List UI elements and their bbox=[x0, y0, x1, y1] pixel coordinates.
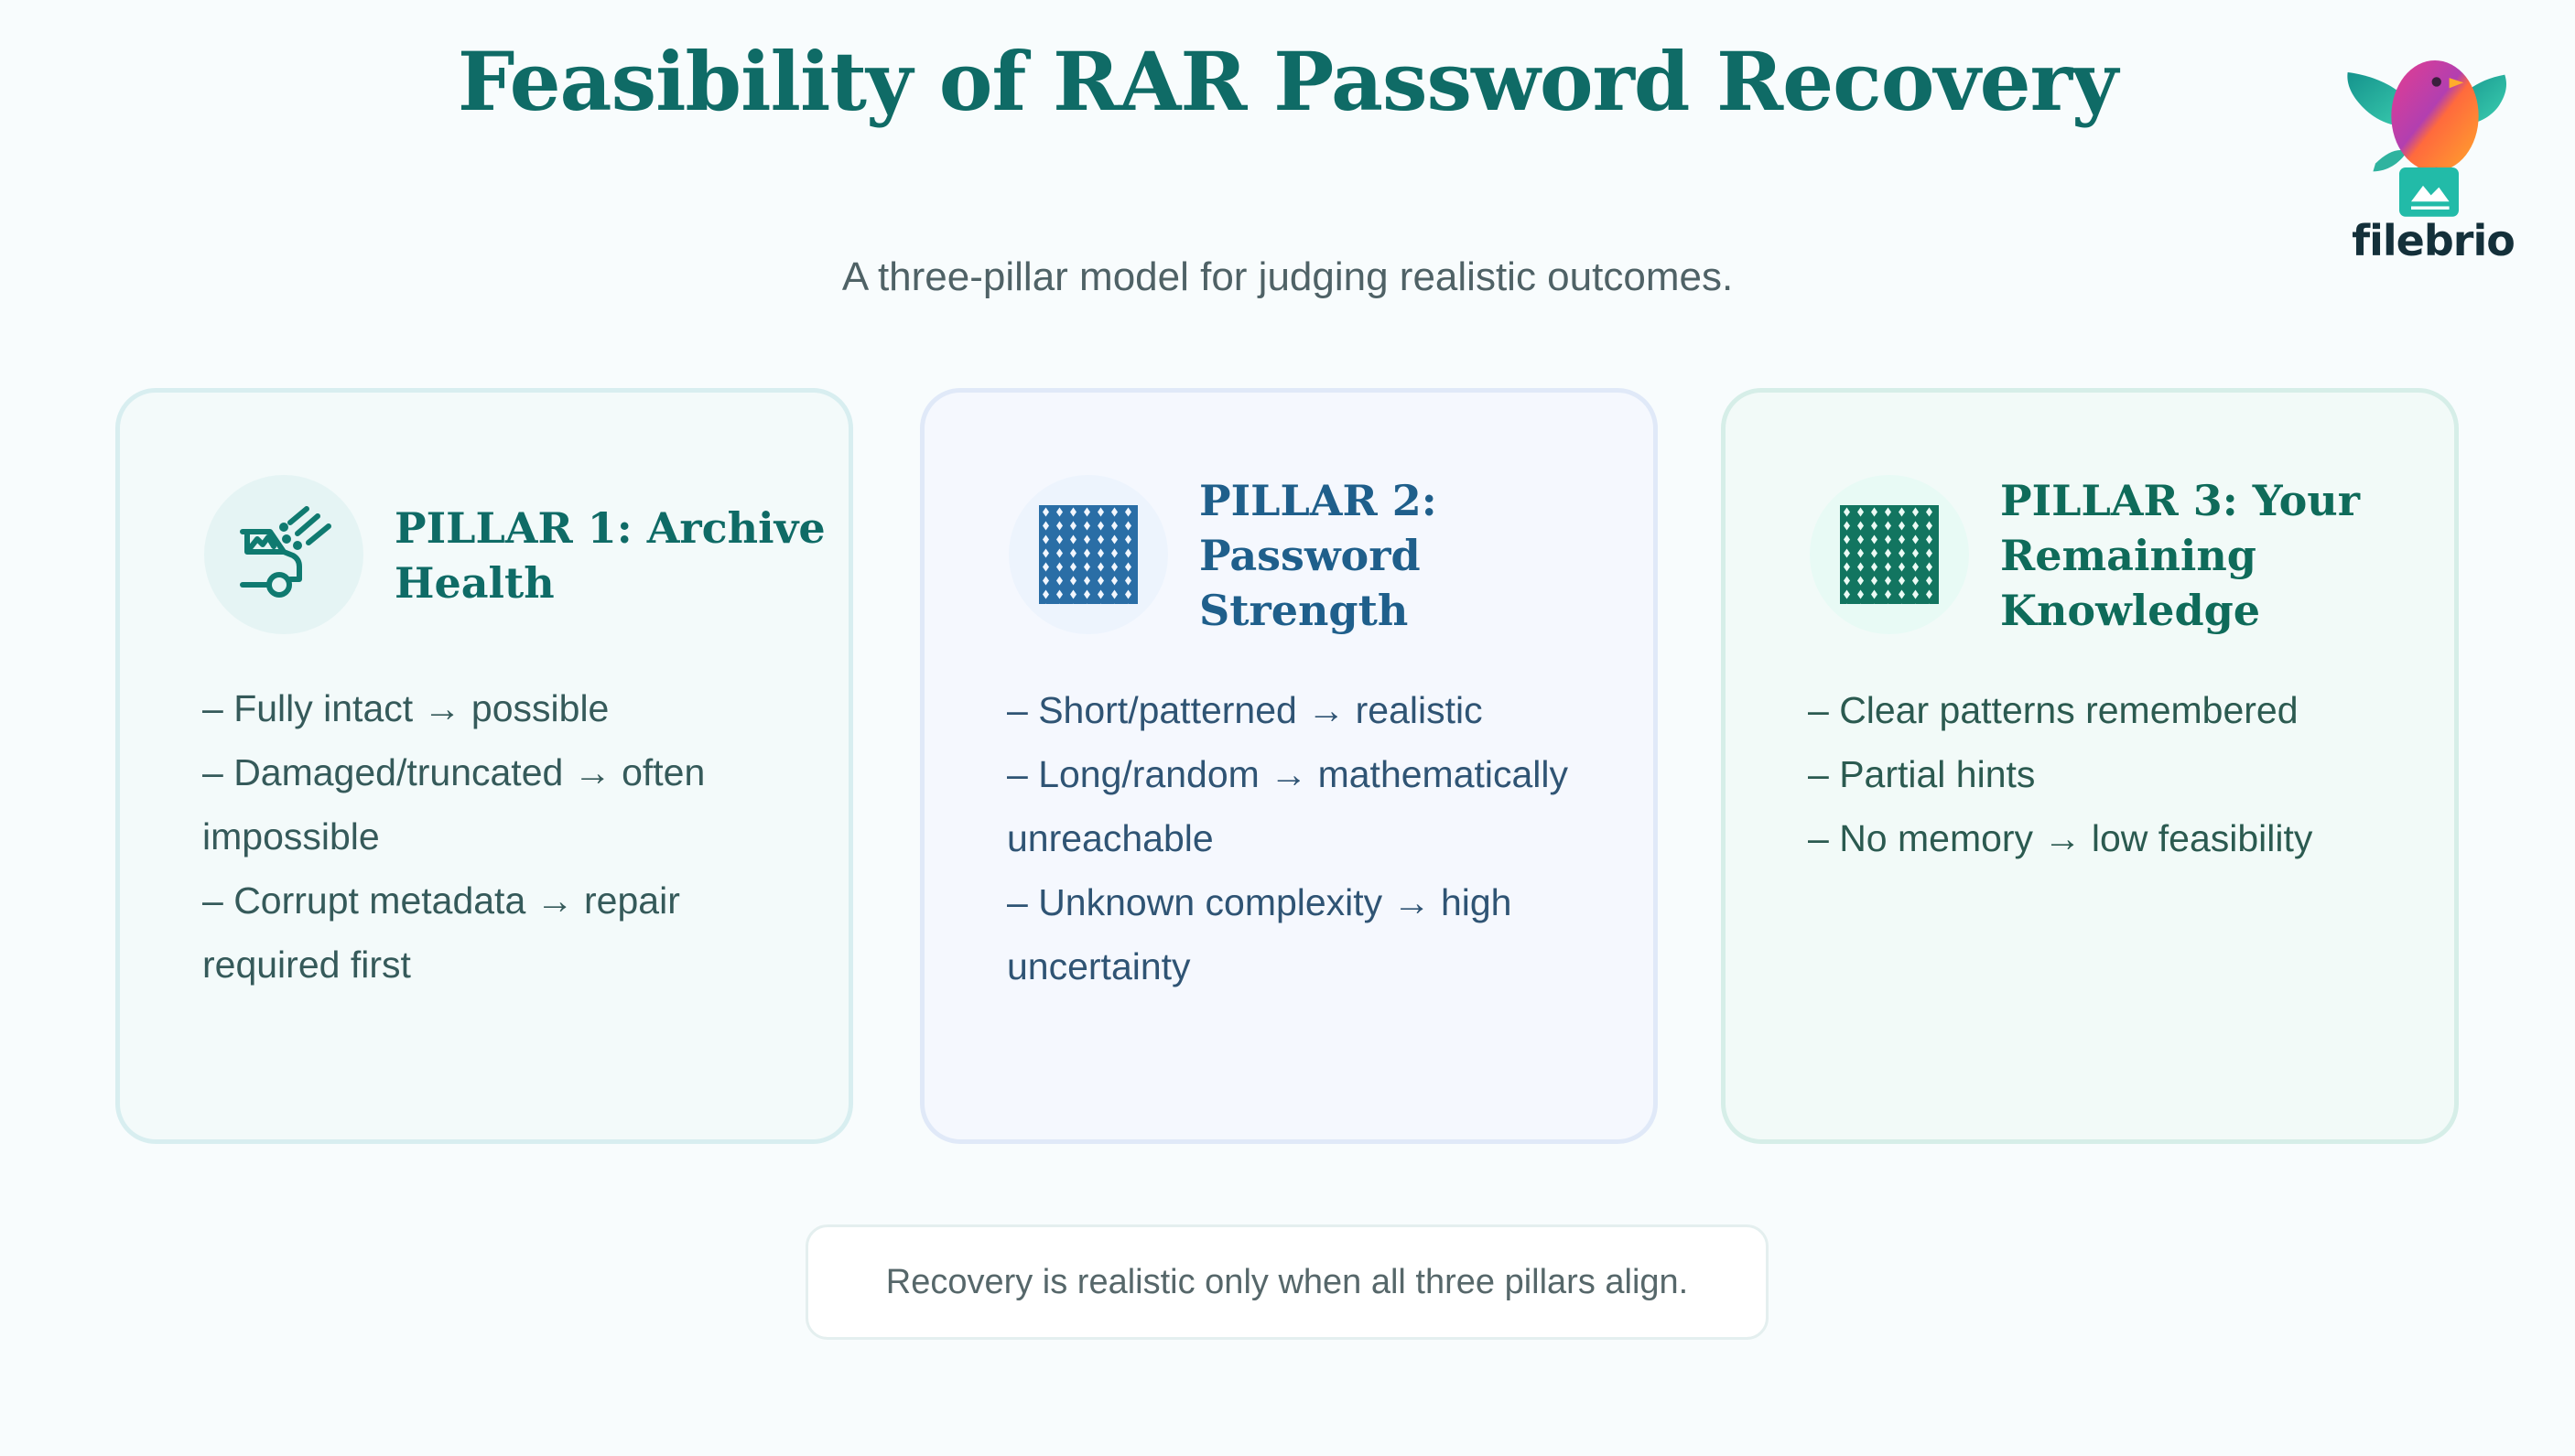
filebrio-logo-icon bbox=[2347, 60, 2506, 217]
pillar-card-password-strength: PILLAR 2: Password Strength – Short/patt… bbox=[920, 388, 1658, 1144]
list-item: – Partial hints bbox=[1808, 753, 2036, 795]
pillar-title: PILLAR 3: Your Remaining Knowledge bbox=[2000, 476, 2360, 635]
pillar-points: – Clear patterns remembered – Partial hi… bbox=[1808, 678, 2403, 870]
list-item: – Corrupt metadata → repair required fir… bbox=[202, 879, 680, 986]
damaged-car-icon bbox=[240, 506, 331, 598]
page-title: Feasibility of RAR Password Recovery bbox=[457, 34, 2118, 129]
pillar-title: PILLAR 2: Password Strength bbox=[1199, 476, 1437, 635]
pillar-points: – Short/patterned → realistic – Long/ran… bbox=[1007, 678, 1602, 998]
icon-badge bbox=[1009, 475, 1168, 634]
list-item: – Short/patterned → realistic bbox=[1007, 689, 1483, 731]
list-item: – Damaged/truncated → often impossible bbox=[202, 751, 706, 857]
icon-badge bbox=[1810, 475, 1969, 634]
summary-note: Recovery is realistic only when all thre… bbox=[806, 1224, 1769, 1340]
summary-note-text: Recovery is realistic only when all thre… bbox=[885, 1262, 1689, 1301]
brand-name: filebrio bbox=[2352, 216, 2515, 265]
page-subtitle: A three-pillar model for judging realist… bbox=[841, 254, 1734, 299]
icon-badge bbox=[204, 475, 363, 634]
pillar-points: – Fully intact → possible – Damaged/trun… bbox=[202, 676, 797, 997]
list-item: – No memory → low feasibility bbox=[1808, 817, 2313, 859]
list-item: – Long/random → mathematically unreachab… bbox=[1007, 753, 1569, 859]
pillar-title: PILLAR 1: Archive Health bbox=[395, 503, 826, 608]
list-item: – Fully intact → possible bbox=[202, 687, 610, 729]
pillar-card-archive-health: PILLAR 1: Archive Health – Fully intact … bbox=[115, 388, 853, 1144]
lattice-pattern-icon bbox=[1039, 505, 1138, 604]
pillar-card-remaining-knowledge: PILLAR 3: Your Remaining Knowledge – Cle… bbox=[1721, 388, 2459, 1144]
list-item: – Clear patterns remembered bbox=[1808, 689, 2299, 731]
lattice-pattern-icon bbox=[1840, 505, 1939, 604]
list-item: – Unknown complexity → high uncertainty bbox=[1007, 881, 1512, 987]
